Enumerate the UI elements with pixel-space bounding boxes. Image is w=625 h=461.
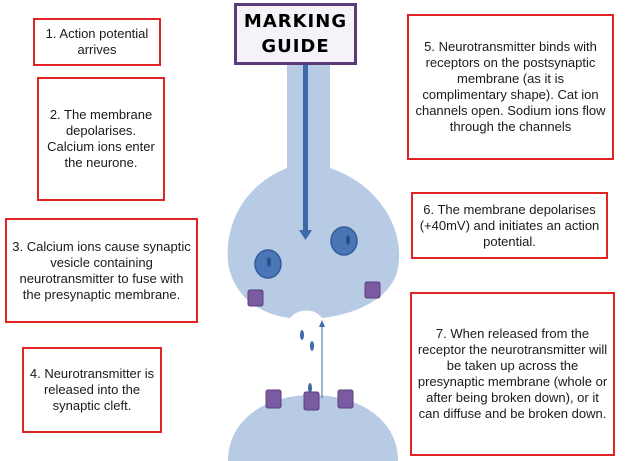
calcium-channel [247,289,264,307]
presynaptic-neuron [227,60,400,318]
step-1-box: 1. Action potential arrives [33,18,161,66]
step-4-box: 4. Neurotransmitter is released into the… [22,347,162,433]
receptor [337,389,354,409]
neurotransmitter [300,330,304,340]
reuptake-arrow-head [319,320,325,327]
step-3-box: 3. Calcium ions cause synaptic vesicle c… [5,218,198,323]
step-6-box: 6. The membrane depolarises (+40mV) and … [411,192,608,259]
receptor [303,391,320,411]
step-2-box: 2. The membrane depolarises. Calcium ion… [37,77,165,201]
neurotransmitter [310,341,314,351]
action-potential-arrow-shaft [303,62,308,232]
calcium-channel [364,281,381,299]
neurotransmitter [308,383,312,393]
action-potential-arrow-head [299,230,312,240]
step-5-box: 5. Neurotransmitter binds with receptors… [407,14,614,160]
receptor [265,389,282,409]
synaptic-vesicle [330,226,358,256]
synaptic-vesicle [254,249,282,279]
marking-guide-title: MARKING GUIDE [234,3,357,65]
step-7-box: 7. When released from the receptor the n… [410,292,615,456]
postsynaptic-neuron [228,395,398,461]
